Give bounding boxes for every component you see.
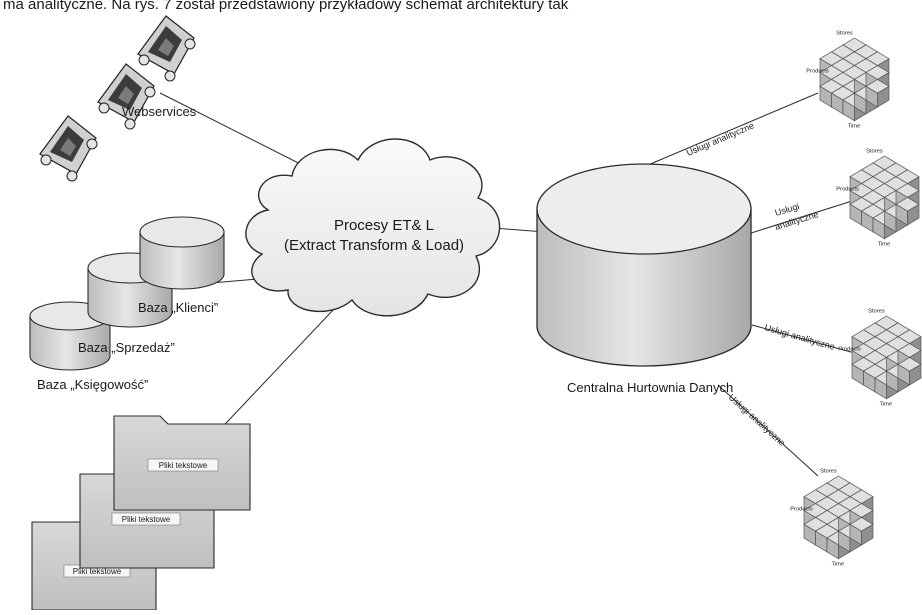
folder-3-label: Pliki tekstowe [73,567,122,576]
etl-title: Procesy ET& L [334,217,434,234]
line-files-etl [209,289,353,441]
etl-cloud: Procesy ET& L (Extract Transform & Load) [245,138,501,317]
etl-subtitle: (Extract Transform & Load) [284,237,464,254]
line-analytics-3 [751,324,863,356]
line-analytics-1 [647,92,819,166]
analytics-label-3: Usługi analityczne [763,322,835,352]
olap-cubes: Stores Products Time Stores Products Tim… [790,31,921,568]
warehouse-label: Centralna Hurtownia Danych [567,380,733,395]
header-text: ma analityczne. Na rys. 7 został przedst… [3,0,569,13]
svg-text:Products: Products [806,69,829,75]
db-klienci [139,216,225,290]
olap-cube-4: Stores Products Time [790,469,873,568]
svg-text:Stores: Stores [868,309,885,315]
olap-cube-2: Stores Products Time [836,149,919,248]
svg-text:Time: Time [878,242,891,248]
analytics-label-4: Usługi analityczne [727,392,788,448]
folder-2-label: Pliki tekstowe [122,515,171,524]
folder-1-label: Pliki tekstowe [159,461,208,470]
svg-text:Time: Time [832,562,845,568]
db-ksiegowosc [29,301,111,371]
svg-text:Products: Products [838,347,861,353]
db-klienci-label: Baza „Klienci” [138,300,218,315]
webservice-icon-3 [39,115,98,182]
analytics-label-1: Usługi analityczne [685,120,756,158]
line-analytics-4 [717,384,819,477]
text-file-folders: Pliki tekstowe Pliki tekstowe Pliki teks… [31,415,251,611]
olap-cube-1: Stores Products Time [806,31,889,130]
svg-text:Stores: Stores [836,31,853,37]
svg-text:Stores: Stores [866,149,883,155]
svg-text:Stores: Stores [820,469,837,475]
db-ksiegowosc-label: Baza „Księgowość” [37,377,148,392]
db-sprzedaz-label: Baza „Sprzedaż” [78,340,175,355]
svg-text:Products: Products [790,507,813,513]
central-warehouse [536,163,752,367]
webservice-icon-2 [97,63,156,130]
folder-1: Pliki tekstowe [113,415,251,511]
svg-text:Time: Time [848,124,861,130]
line-analytics-2 [747,200,853,235]
webservices-label: Webservices [122,104,197,119]
databases: Baza „Klienci” Baza „Sprzedaż” Baza „Ksi… [29,216,225,392]
svg-text:Products: Products [836,187,859,193]
olap-cube-3: Stores Products Time [838,309,921,408]
webservice-icon-1 [137,15,196,82]
svg-text:Time: Time [880,402,893,408]
